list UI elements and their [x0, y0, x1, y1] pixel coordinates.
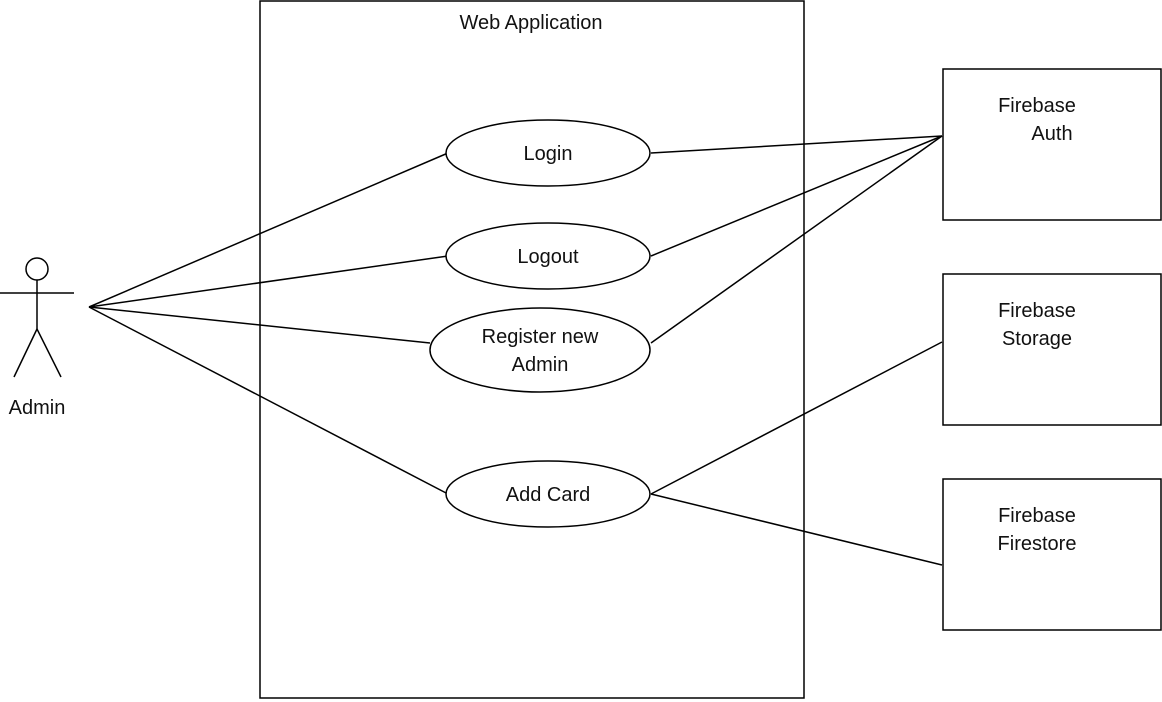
use-case-login-label: Login	[524, 143, 573, 165]
association-register-auth	[650, 135, 943, 344]
service-firebase-auth-box	[942, 68, 1162, 221]
association-add-card-firestore	[650, 493, 943, 566]
association-admin-register	[88, 306, 431, 344]
association-admin-logout	[88, 255, 449, 308]
service-firebase-storage-label-line2: Storage	[1002, 328, 1072, 350]
use-case-logout-label: Logout	[517, 246, 579, 268]
use-case-register-new-admin[interactable]: Register new Admin	[429, 307, 651, 393]
use-case-add-card[interactable]: Add Card	[445, 460, 651, 528]
actor-admin-head	[25, 257, 49, 281]
service-firebase-auth-label-line1: Firebase	[998, 95, 1076, 117]
association-logout-auth	[650, 135, 943, 257]
service-firebase-firestore[interactable]: Firebase Firestore	[942, 478, 1162, 631]
actor-admin[interactable]: Admin	[0, 257, 74, 419]
association-admin-login	[88, 152, 449, 308]
use-case-register-ellipse	[429, 307, 651, 393]
actor-admin-left-leg	[13, 328, 38, 378]
service-firebase-firestore-label-line1: Firebase	[998, 505, 1076, 527]
association-login-auth	[650, 135, 943, 154]
use-case-add-card-ellipse	[445, 460, 651, 528]
use-case-add-card-label: Add Card	[506, 484, 591, 506]
service-firebase-storage-label-line1: Firebase	[998, 300, 1076, 322]
use-case-register-label-line2: Admin	[512, 354, 569, 376]
actor-admin-label: Admin	[9, 397, 66, 419]
use-case-logout[interactable]: Logout	[445, 222, 651, 290]
service-firebase-auth-label-line2: Auth	[1031, 123, 1072, 145]
association-admin-add-card	[88, 306, 449, 495]
use-case-logout-ellipse	[445, 222, 651, 290]
system-title: Web Application	[459, 12, 602, 34]
service-firebase-auth[interactable]: Firebase Auth	[942, 68, 1162, 221]
use-case-register-label-line1: Register new	[482, 326, 599, 348]
service-firebase-storage[interactable]: Firebase Storage	[942, 273, 1162, 426]
association-add-card-storage	[650, 341, 943, 495]
service-firebase-storage-box	[942, 273, 1162, 426]
use-case-login-ellipse	[445, 119, 651, 187]
actor-admin-right-leg	[36, 328, 62, 378]
service-firebase-firestore-label-line2: Firestore	[998, 533, 1077, 555]
use-case-login[interactable]: Login	[445, 119, 651, 187]
service-firebase-firestore-box	[942, 478, 1162, 631]
